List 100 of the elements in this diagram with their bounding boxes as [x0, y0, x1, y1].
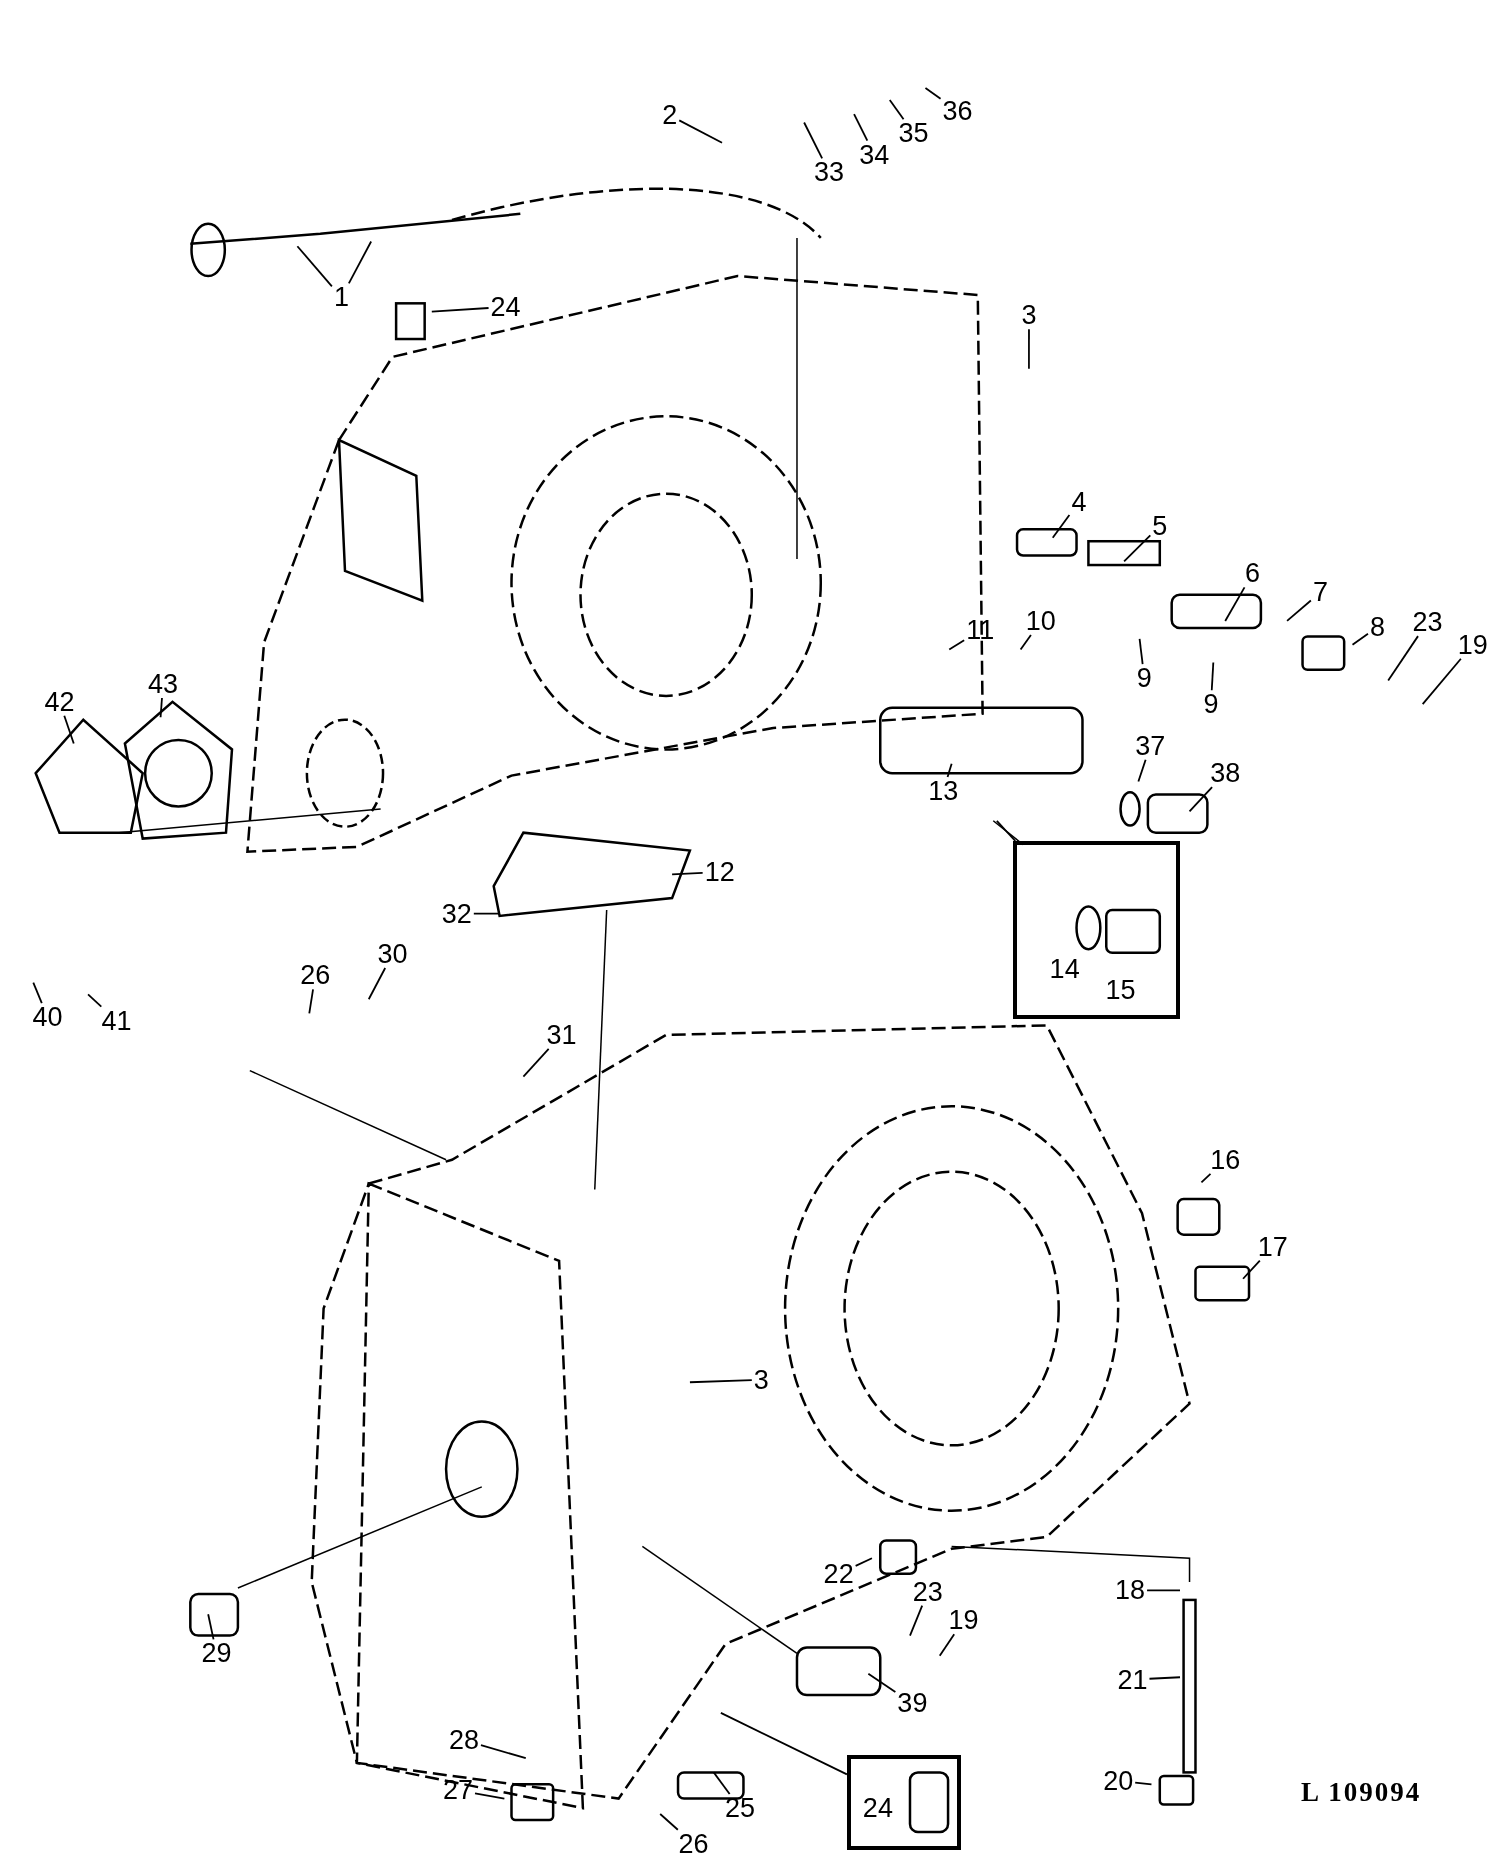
callout-number: 34 [857, 140, 892, 169]
callout-number: 14 [1047, 955, 1082, 984]
leader-line [87, 993, 103, 1008]
callout-number: 29 [199, 1639, 234, 1668]
callout-number: 1 [331, 283, 351, 312]
callout-number: 42 [42, 687, 77, 716]
leader-line [474, 1792, 506, 1800]
callout-number: 8 [1367, 612, 1387, 641]
callout-number: 26 [298, 961, 333, 990]
parts-group-frame [1013, 841, 1180, 1020]
leader-line [689, 1379, 753, 1384]
callout-number: 24 [488, 292, 523, 321]
leader-line [1146, 1589, 1181, 1592]
leader-line [853, 113, 869, 142]
leader-line [948, 639, 966, 651]
leader-line [1200, 1172, 1212, 1184]
callout-number: 7 [1310, 578, 1330, 607]
callout-number: 13 [926, 777, 961, 806]
leader-line [308, 988, 314, 1015]
callout-number: 43 [145, 669, 180, 698]
leader-line [909, 1604, 924, 1637]
leader-line [659, 1813, 679, 1831]
leader-line [1210, 661, 1215, 692]
leader-line [480, 1744, 527, 1760]
leader-line [803, 121, 823, 160]
leader-line [1137, 758, 1147, 783]
leader-line [63, 714, 75, 745]
callout-number: 3 [1019, 301, 1039, 330]
leader-line [1286, 599, 1312, 622]
leader-line [1148, 1676, 1181, 1680]
drawing-number: L 109094 [1299, 1778, 1423, 1807]
leader-line [1138, 637, 1144, 665]
leader-line [472, 912, 501, 915]
leader-line [719, 1712, 848, 1776]
leader-line [1242, 1259, 1261, 1280]
callout-number: 9 [1201, 690, 1221, 719]
leader-line [32, 981, 43, 1004]
callout-number: 38 [1208, 759, 1243, 788]
callout-number: 33 [812, 158, 847, 187]
leader-line [347, 240, 373, 285]
leader-line [1019, 634, 1032, 651]
leader-line [1134, 1781, 1153, 1786]
callout-number: 35 [896, 119, 931, 148]
leader-line [712, 1771, 731, 1795]
leader-line [888, 99, 905, 121]
callout-number: 22 [821, 1559, 856, 1588]
callout-number: 11 [964, 616, 997, 645]
leader-line [1387, 635, 1419, 682]
callout-number: 24 [860, 1794, 895, 1823]
callout-number: 20 [1101, 1766, 1136, 1795]
leader-line [924, 87, 942, 100]
callout-number: 30 [375, 940, 410, 968]
callout-number: 2 [660, 101, 680, 130]
callout-number: 12 [702, 857, 737, 886]
callout-number: 41 [99, 1006, 134, 1035]
leader-line [938, 1633, 956, 1657]
leader-line [522, 1048, 550, 1078]
leader-line [1028, 328, 1030, 370]
leader-line [159, 697, 163, 719]
callout-number: 15 [1103, 975, 1138, 1004]
callout-number: 17 [1255, 1232, 1290, 1261]
callout-number: 26 [676, 1829, 711, 1858]
leader-line [1188, 786, 1213, 813]
leader-line [946, 762, 953, 778]
leader-line [995, 819, 1017, 842]
leader-line [1224, 586, 1246, 622]
callout-number: 32 [439, 899, 474, 928]
leader-line [296, 245, 333, 288]
callout-number: 40 [30, 1003, 65, 1032]
callout-number: 28 [446, 1726, 481, 1755]
callout-number: 19 [946, 1606, 981, 1635]
callout-number: 9 [1134, 664, 1154, 693]
leader-line [207, 1613, 215, 1641]
callout-number: 4 [1069, 487, 1089, 516]
leader-line [1351, 632, 1369, 646]
callout-number: 23 [1410, 608, 1445, 637]
callout-number: 31 [544, 1020, 579, 1049]
leader-line [367, 967, 387, 1001]
callout-number: 3 [751, 1365, 771, 1394]
callout-number: 37 [1133, 731, 1168, 760]
leader-line [854, 1557, 873, 1567]
callout-number: 18 [1113, 1576, 1148, 1605]
callout-number: 25 [722, 1794, 757, 1823]
parts-group-frame [846, 1754, 962, 1850]
callout-number: 19 [1455, 630, 1490, 659]
callout-number: 23 [910, 1577, 945, 1606]
leader-line [430, 307, 490, 313]
leader-line [1421, 657, 1462, 706]
callout-number: 16 [1208, 1145, 1243, 1174]
callout-number: 36 [940, 96, 975, 125]
leader-line [867, 1672, 897, 1693]
leader-line [678, 119, 723, 144]
callout-number: 10 [1023, 606, 1058, 635]
callout-number: 39 [895, 1689, 930, 1718]
leader-line [1051, 514, 1071, 539]
callout-number: 21 [1115, 1665, 1150, 1694]
callout-number: 5 [1150, 511, 1170, 540]
callout-number: 6 [1243, 559, 1263, 588]
leader-line [1123, 534, 1152, 563]
leader-line [671, 871, 704, 876]
